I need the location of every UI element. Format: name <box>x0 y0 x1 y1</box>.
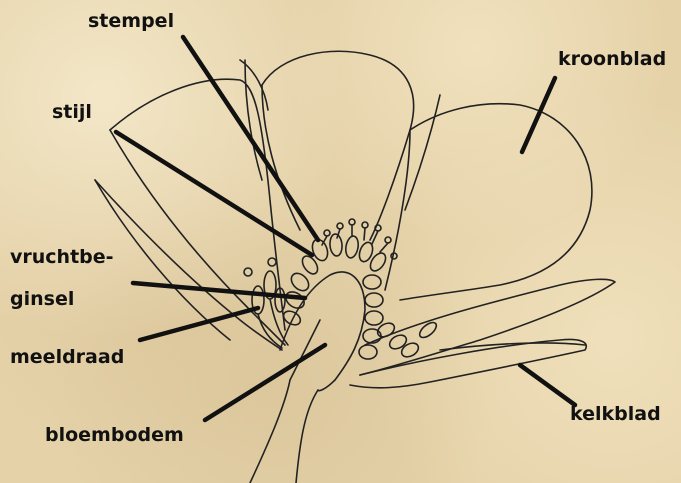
petal-middle <box>262 51 414 240</box>
sepal-left <box>95 180 282 350</box>
label-vruchtbeginsel-line1: vruchtbe- <box>10 248 114 267</box>
label-kroonblad: kroonblad <box>558 50 666 69</box>
label-vruchtbeginsel-line2: ginsel <box>10 290 74 309</box>
sepal-right <box>360 279 615 375</box>
label-bloembodem: bloembodem <box>45 426 184 445</box>
leader-stijl <box>116 132 312 255</box>
label-stempel: stempel <box>88 12 174 31</box>
petal-right <box>400 104 592 300</box>
leader-kelkblad <box>520 365 575 405</box>
petal-left-inner <box>110 130 285 345</box>
label-meeldraad: meeldraad <box>10 348 124 367</box>
label-stijl: stijl <box>52 103 92 122</box>
leader-bloembodem <box>205 345 325 420</box>
label-kelkblad: kelkblad <box>570 405 661 424</box>
leader-kroonblad <box>522 78 555 152</box>
leader-stempel <box>183 37 318 240</box>
